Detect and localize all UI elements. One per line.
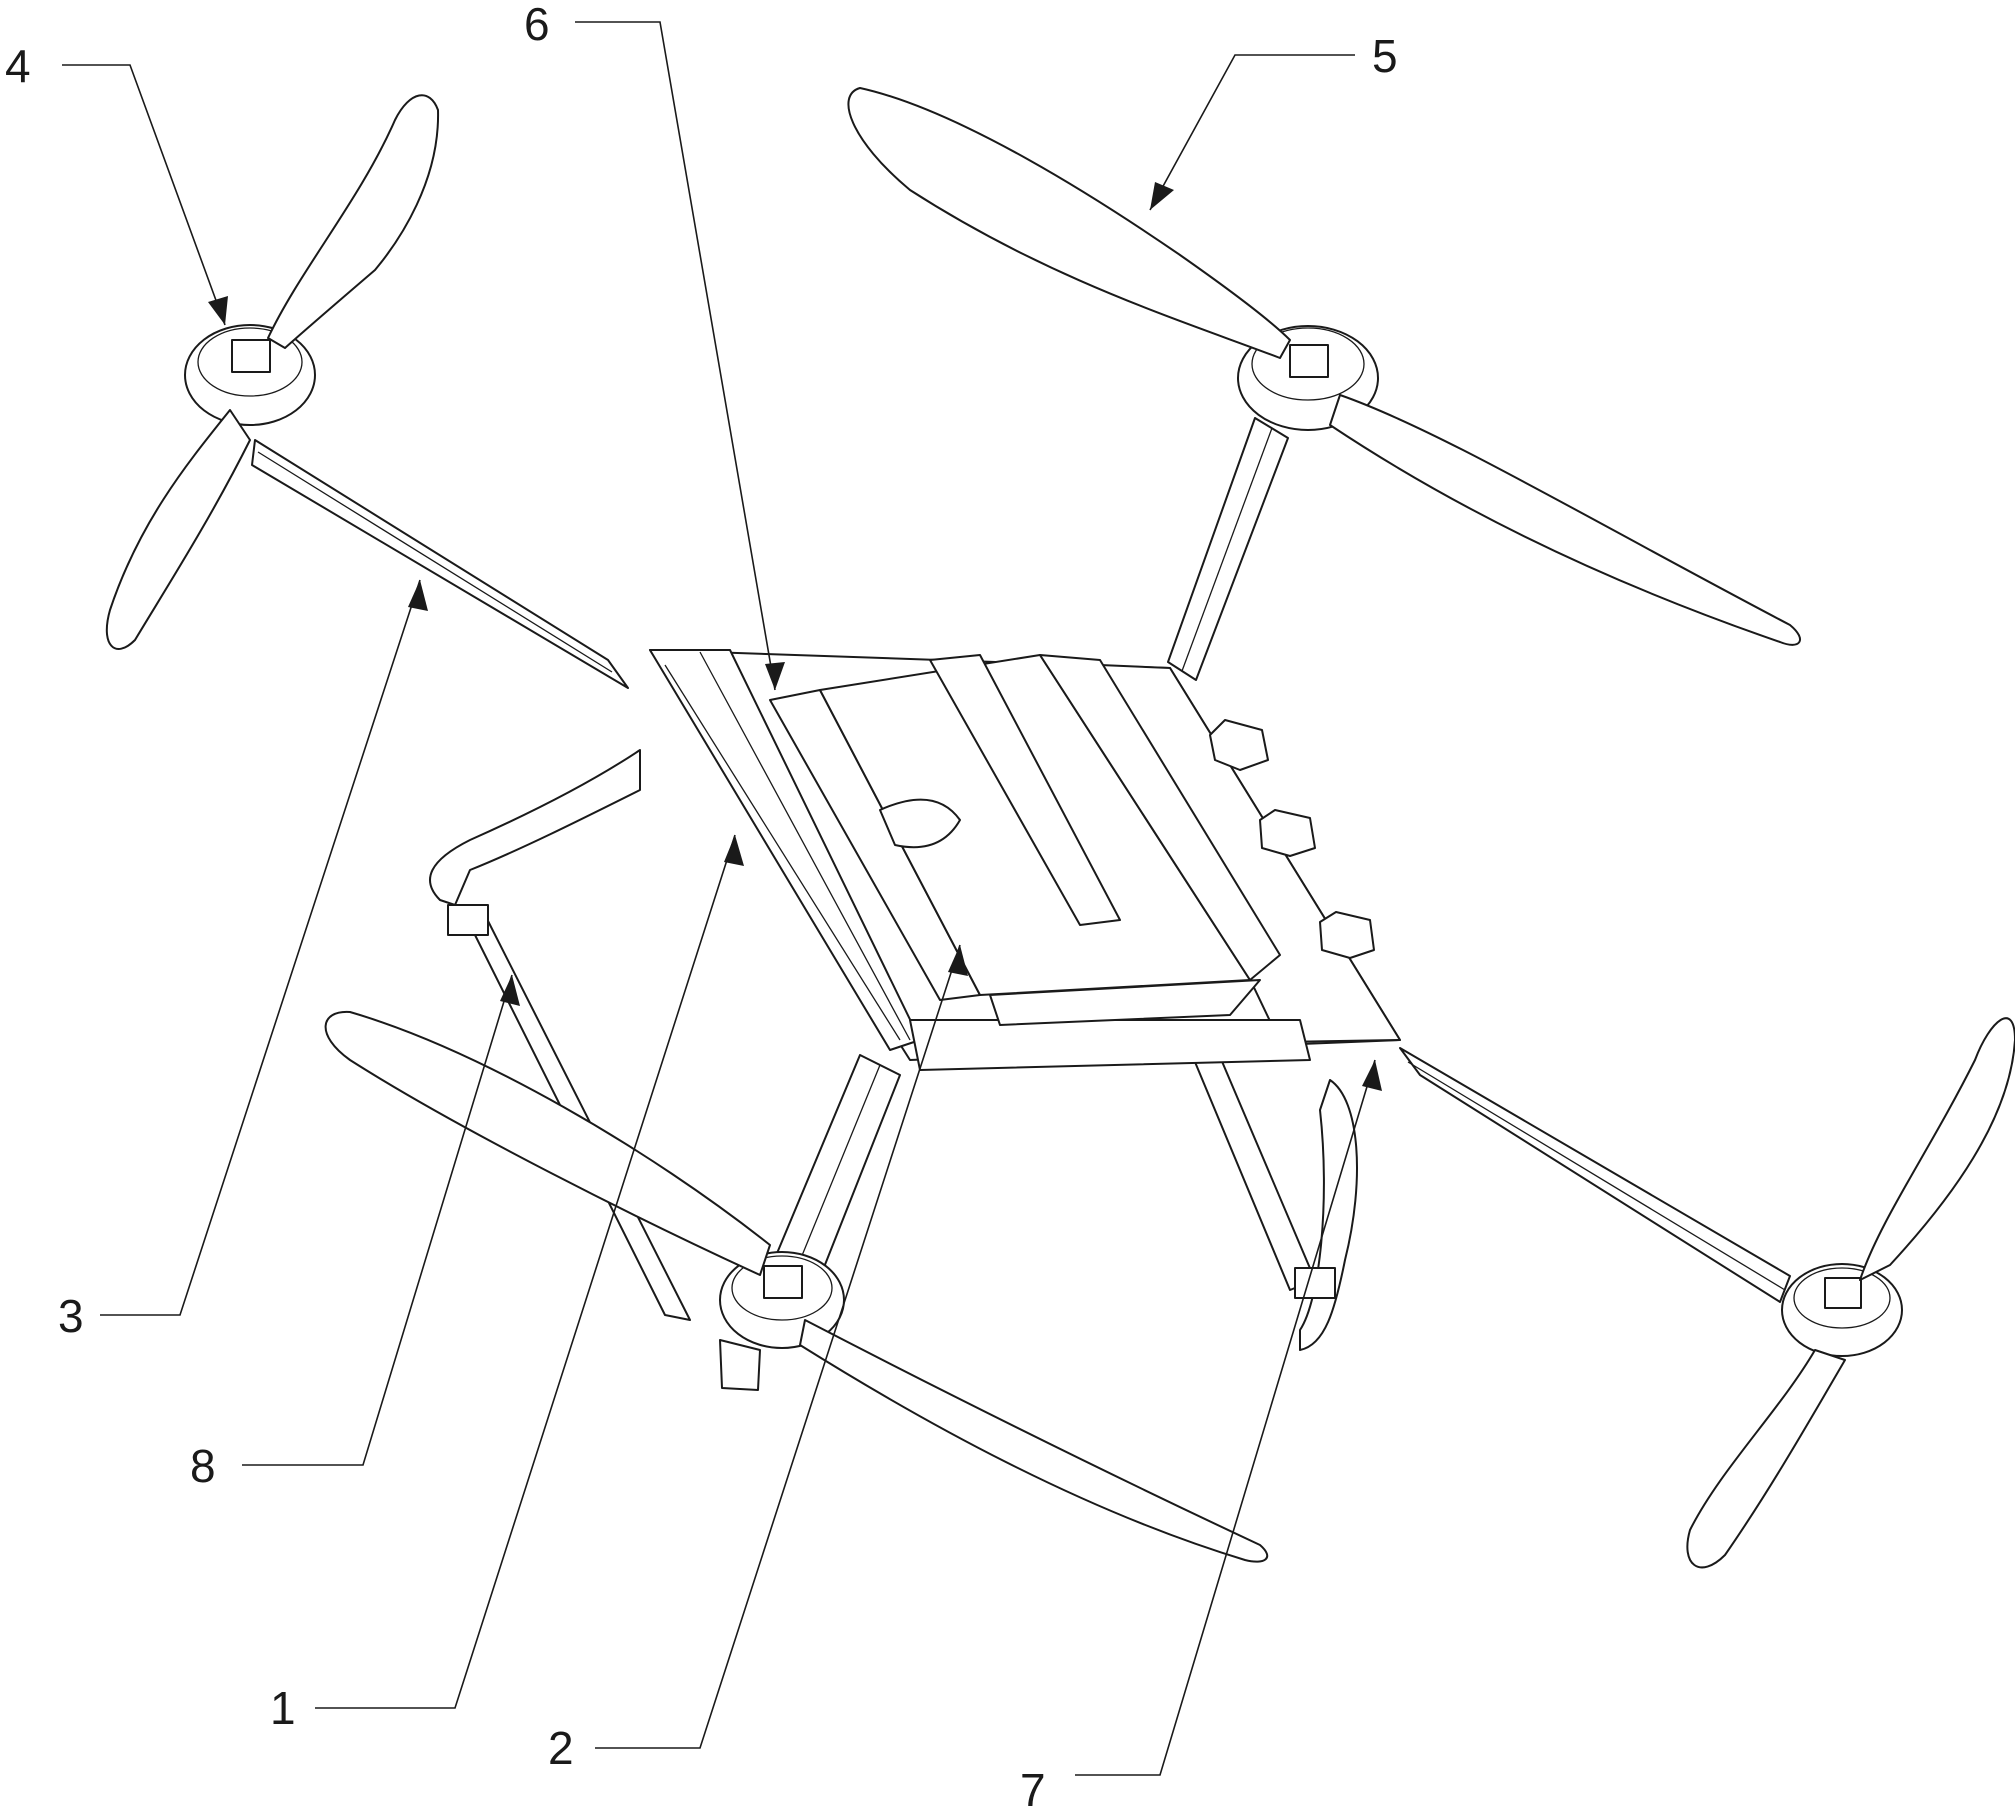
callout-label-5: 5 [1372,30,1398,82]
motor-back-left [720,1252,844,1390]
leader-5 [1150,55,1355,210]
leader-3 [100,580,428,1315]
callout-label-3: 3 [58,1290,84,1342]
motor-front-right [1782,1264,1902,1356]
callout-label-7: 7 [1020,1764,1046,1816]
callout-label-1: 1 [270,1682,296,1734]
callout-label-8: 8 [190,1440,216,1492]
arm-front-right [1400,1048,1790,1302]
leader-6 [575,22,785,690]
landing-gear-right [1190,1045,1357,1350]
leader-1 [315,835,744,1708]
leader-4 [62,65,228,325]
callout-label-2: 2 [548,1722,574,1774]
callout-label-6: 6 [524,0,550,50]
callout-label-4: 4 [5,40,31,92]
arm-back-right [1168,418,1288,680]
landing-gear-left [430,750,690,1320]
arm-front-left [252,440,628,688]
